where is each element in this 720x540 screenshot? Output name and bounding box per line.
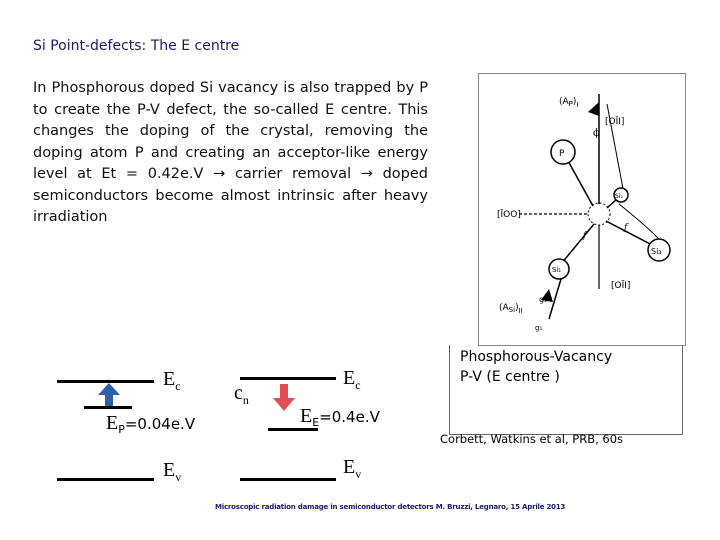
atom-si3 bbox=[647, 238, 671, 262]
arrow-down-icon bbox=[273, 384, 295, 411]
caption-line-2: P-V (E centre ) bbox=[460, 369, 560, 385]
right-ec-line bbox=[240, 377, 336, 380]
label-si3: Si₃ bbox=[651, 247, 662, 256]
left-ec-line bbox=[57, 380, 154, 383]
right-ec-label: Ec bbox=[343, 367, 361, 392]
figure-caption: Phosphorous-Vacancy P-V (E centre ) bbox=[449, 345, 683, 435]
atom-si2 bbox=[613, 187, 629, 203]
bond-si1 bbox=[560, 223, 595, 265]
right-ee-line bbox=[268, 428, 318, 431]
atom-si1 bbox=[548, 258, 570, 280]
bond-si3 bbox=[605, 220, 655, 247]
label-011-top: [OĪI] bbox=[605, 116, 624, 127]
label-g1: g₁ bbox=[539, 295, 547, 304]
reference-citation: Corbett, Watkins et al, PRB, 60s bbox=[440, 432, 624, 446]
label-011-bottom: [OĪI] bbox=[611, 280, 630, 291]
label-100: [ĪOO] bbox=[497, 209, 521, 220]
line-ap bbox=[606, 103, 625, 195]
left-ep-line bbox=[84, 406, 132, 409]
arrow-g1 bbox=[541, 289, 553, 302]
label-si1: Si₁ bbox=[552, 266, 561, 274]
arrow-up-icon bbox=[98, 383, 120, 409]
axis-asi bbox=[548, 278, 562, 320]
right-ev-line bbox=[240, 478, 336, 481]
right-cn-label: cn bbox=[234, 382, 249, 407]
label-phi: ϕ bbox=[593, 128, 600, 139]
left-ev-label: Ev bbox=[163, 459, 182, 484]
arrow-ap1 bbox=[588, 102, 599, 116]
left-ev-line bbox=[57, 478, 154, 481]
arc-f bbox=[618, 203, 660, 240]
atom-p bbox=[550, 139, 576, 165]
caption-line-1: Phosphorous-Vacancy bbox=[460, 349, 613, 365]
bond-si2 bbox=[606, 198, 618, 209]
left-ec-label: Ec bbox=[163, 368, 181, 393]
label-asi: (ASi)II bbox=[499, 303, 523, 315]
label-p: P bbox=[559, 149, 565, 159]
right-ee-label: EE=0.4e.V bbox=[300, 405, 380, 430]
slide-footer: Microscopic radiation damage in semicond… bbox=[215, 503, 566, 511]
defect-structure-diagram: (AP)I [OĪI] ϕ P Si₂ [ĪOO] f f Si₃ Si₁ [O… bbox=[497, 94, 671, 332]
defect-figure: (AP)I [OĪI] ϕ P Si₂ [ĪOO] f f Si₃ Si₁ [O… bbox=[478, 73, 686, 346]
label-f1: f bbox=[582, 231, 588, 241]
bond-p bbox=[566, 158, 594, 207]
body-paragraph: In Phosphorous doped Si vacancy is also … bbox=[33, 80, 428, 225]
label-f2: f bbox=[623, 223, 629, 233]
label-si2: Si₂ bbox=[615, 193, 623, 200]
right-ev-label: Ev bbox=[343, 456, 362, 481]
slide-title: Si Point-defects: The E centre bbox=[33, 38, 240, 54]
left-ep-label: EP=0.04e.V bbox=[106, 412, 196, 437]
label-ap1: (AP)I bbox=[559, 97, 579, 109]
label-g1-bottom: g₁ bbox=[535, 324, 542, 332]
